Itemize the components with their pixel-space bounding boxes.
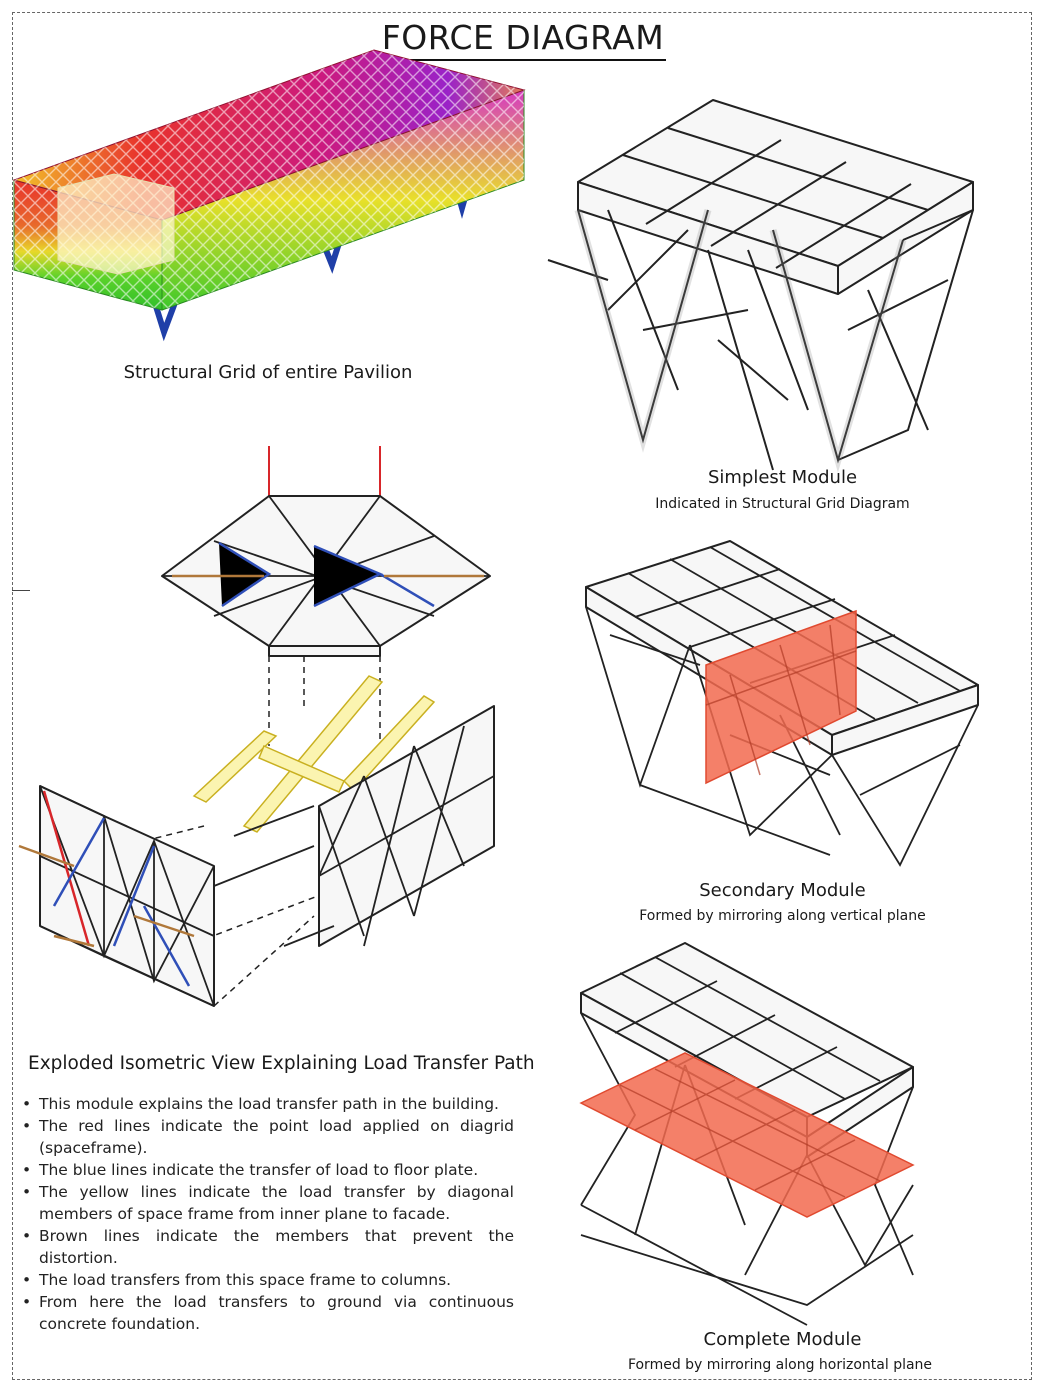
pavilion-caption: Structural Grid of entire Pavilion: [123, 362, 413, 383]
complete-subcaption: Formed by mirroring along horizontal pla…: [627, 1357, 933, 1373]
yellow-diagonals: [192, 675, 436, 833]
simplest-caption: Simplest Module: [707, 467, 858, 488]
list-item: The yellow lines indicate the load trans…: [22, 1181, 514, 1225]
secondary-caption: Secondary Module: [699, 880, 866, 901]
list-item: The blue lines indicate the transfer of …: [22, 1159, 514, 1181]
blue-load-lines: [218, 541, 435, 608]
simplest-subcaption: Indicated in Structural Grid Diagram: [655, 496, 910, 512]
secondary-subcaption: Formed by mirroring along vertical plane: [639, 908, 926, 924]
vertical-mirror-plane: [705, 609, 857, 785]
pavilion-structural-grid: [12, 49, 526, 342]
secondary-module-diagram: [585, 540, 979, 867]
complete-caption: Complete Module: [703, 1329, 862, 1350]
page-title: FORCE DIAGRAM: [0, 18, 1046, 61]
simplest-module-diagram: [547, 99, 974, 473]
margin-tick: [12, 590, 30, 591]
exploded-isometric-diagram: [18, 446, 495, 1007]
list-item: Brown lines indicate the members that pr…: [22, 1225, 514, 1269]
complete-module-diagram: [579, 942, 915, 1326]
list-item: This module explains the load transfer p…: [22, 1093, 514, 1115]
list-item: From here the load transfers to ground v…: [22, 1291, 514, 1335]
list-item: The red lines indicate the point load ap…: [22, 1115, 514, 1159]
list-item: The load transfers from this space frame…: [22, 1269, 514, 1291]
explanation-list: This module explains the load transfer p…: [22, 1093, 514, 1335]
horizontal-mirror-plane: [579, 1052, 915, 1218]
page-frame: [12, 12, 1032, 1380]
exploded-caption: Exploded Isometric View Explaining Load …: [28, 1053, 535, 1074]
